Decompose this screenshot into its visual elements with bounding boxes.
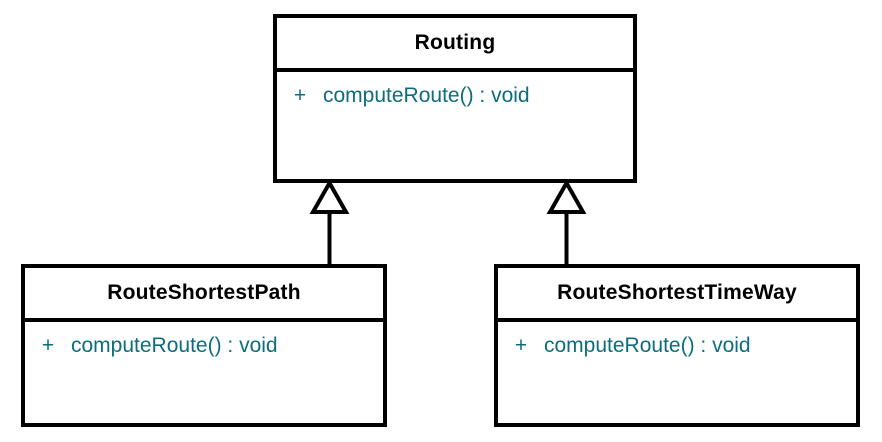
member-signature: computeRoute() : void [544, 334, 751, 357]
class-box-routeshortesttimeway[interactable]: RouteShortestTimeWay + computeRoute() : … [494, 264, 860, 427]
class-box-routeshortestpath[interactable]: RouteShortestPath + computeRoute() : voi… [21, 264, 387, 427]
generalization-routeshortestpath-to-routing[interactable] [306, 178, 354, 266]
class-name-routing: Routing [277, 18, 633, 72]
members-compartment-routeshortestpath: + computeRoute() : void [25, 322, 383, 423]
visibility-marker-public: + [41, 334, 55, 357]
members-compartment-routing: + computeRoute() : void [277, 72, 633, 179]
generalization-routeshortesttimeway-to-routing[interactable] [543, 178, 591, 266]
member-row: + computeRoute() : void [498, 331, 856, 361]
member-signature: computeRoute() : void [71, 334, 278, 357]
generalization-arrow-left [309, 178, 350, 266]
class-name-routeshortesttimeway: RouteShortestTimeWay [498, 268, 856, 322]
visibility-marker-public: + [514, 334, 528, 357]
member-row: + computeRoute() : void [25, 331, 383, 361]
class-box-routing[interactable]: Routing + computeRoute() : void [273, 14, 637, 183]
hollow-triangle-arrowhead-icon [309, 178, 350, 214]
member-signature: computeRoute() : void [323, 84, 530, 107]
hollow-triangle-arrowhead-icon [546, 178, 587, 214]
generalization-arrow-right [546, 178, 587, 266]
visibility-marker-public: + [293, 84, 307, 107]
class-name-routeshortestpath: RouteShortestPath [25, 268, 383, 322]
member-row: + computeRoute() : void [277, 81, 633, 111]
members-compartment-routeshortesttimeway: + computeRoute() : void [498, 322, 856, 423]
